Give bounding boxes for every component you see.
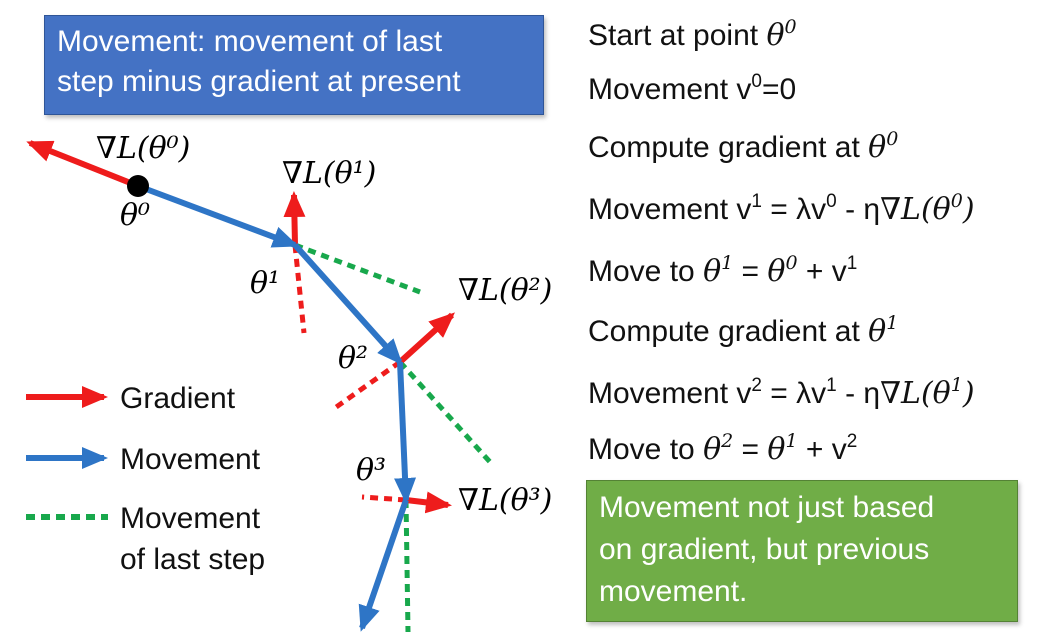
gradient-arrow-2	[397, 312, 455, 365]
title-line-2: step minus gradient at present	[57, 65, 461, 98]
label-grad-3: ∇L(θ³)	[458, 483, 552, 518]
label-theta-0: θ⁰	[120, 198, 150, 233]
label-theta-2: θ²	[338, 341, 368, 376]
start-point	[127, 175, 149, 197]
step-7: Movement v2 = λv1 - η∇L(θ1)	[588, 374, 975, 412]
step-5: Move to θ1 = θ0 + v1	[588, 252, 858, 290]
movement-arrow-3	[394, 361, 417, 504]
title-line-1: Movement: movement of last	[57, 25, 443, 58]
title-box: Movement: movement of last step minus gr…	[44, 15, 544, 115]
note-box: Movement not just based on gradient, but…	[586, 480, 1018, 622]
label-theta-1: θ¹	[250, 266, 280, 301]
note-line-1: Movement not just based	[599, 491, 935, 524]
last-step-line-3	[403, 499, 411, 633]
step-2: Movement v0=0	[588, 71, 797, 106]
last-step-line-2	[398, 360, 492, 464]
movement-arrow-4	[358, 499, 409, 632]
legend-movement-label: Movement	[120, 443, 261, 476]
legend-last-step-label-2: of last step	[120, 543, 265, 576]
neg-gradient-line-1	[292, 244, 307, 334]
label-grad-2: ∇L(θ²)	[458, 273, 552, 308]
label-grad-1: ∇L(θ¹)	[282, 156, 376, 191]
movement-arrow-1	[136, 183, 299, 248]
step-8: Move to θ2 = θ1 + v2	[588, 430, 858, 468]
movement-arrow-2	[292, 242, 403, 365]
label-theta-3: θ³	[356, 453, 386, 488]
gradient-arrow-1	[283, 191, 306, 246]
legend-gradient-label: Gradient	[120, 382, 236, 415]
gradient-arrow-3	[405, 491, 452, 514]
gradient-arrow-0	[26, 140, 140, 189]
legend-last-step-label-1: Movement	[120, 502, 261, 535]
step-6: Compute gradient at θ1	[588, 312, 899, 350]
neg-gradient-line-3	[361, 494, 407, 503]
steps-panel: Start at point θ0 Movement v0=0 Compute …	[588, 16, 1043, 476]
note-line-2: on gradient, but previous	[599, 533, 930, 566]
label-grad-0: ∇L(θ⁰)	[96, 131, 190, 166]
note-line-3: movement.	[599, 575, 748, 608]
step-3: Compute gradient at θ0	[588, 128, 899, 166]
step-4: Movement v1 = λv0 - η∇L(θ0)	[588, 190, 975, 228]
step-1: Start at point θ0	[588, 16, 797, 54]
